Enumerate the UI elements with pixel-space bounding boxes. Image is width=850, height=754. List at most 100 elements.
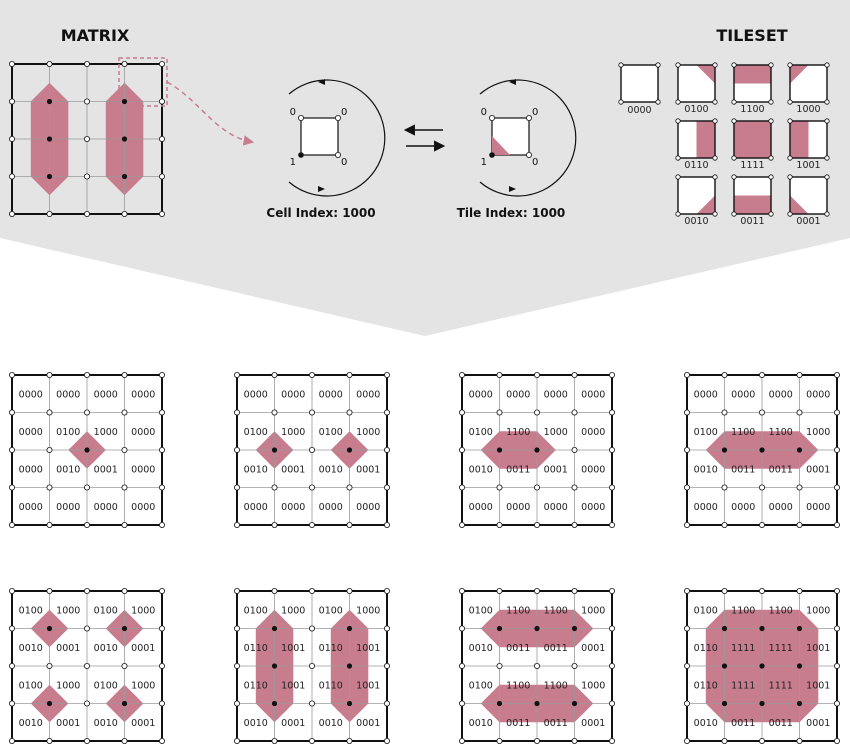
example-5-point-2-1 bbox=[84, 625, 91, 632]
example-3-point-0-4 bbox=[458, 522, 465, 529]
matrix-point-4-2 bbox=[158, 135, 165, 142]
example-3-code-r3c2: 0000 bbox=[544, 502, 568, 513]
example-3-point-0-0 bbox=[458, 371, 465, 378]
example-1-code-r2c3: 0000 bbox=[131, 464, 155, 475]
tile-label-tr: 0 bbox=[532, 107, 538, 118]
tileset-tile-r0c2-fill-0 bbox=[790, 65, 809, 84]
tileset-tile-r0c0-corner-0 bbox=[675, 62, 681, 68]
example-4-point-0-2 bbox=[684, 446, 691, 453]
example-8-code-r1c2: 1111 bbox=[769, 643, 793, 654]
example-7-point-4-1 bbox=[609, 625, 616, 632]
example-8-fill-r3c3-0 bbox=[799, 703, 819, 723]
tileset-tile-r0c1-corner-2 bbox=[768, 99, 774, 105]
example-8-point-4-1 bbox=[834, 625, 841, 632]
example-3-point-1-0 bbox=[496, 371, 503, 378]
example-7-point-0-4 bbox=[458, 738, 465, 745]
example-7-fill-r3c2-0 bbox=[537, 703, 575, 723]
example-7-code-r3c2: 0011 bbox=[544, 718, 568, 729]
example-3-point-4-1 bbox=[609, 409, 616, 416]
example-5-fill-r2c1-0 bbox=[49, 684, 69, 704]
example-1-code-r0c2: 0000 bbox=[94, 389, 118, 400]
example-8-code-r3c3: 0001 bbox=[806, 718, 830, 729]
example-4-fill-r1c3-0 bbox=[799, 431, 819, 450]
tile-caption: Tile Index: 1000 bbox=[457, 206, 566, 220]
tileset-code-r0c0: 0100 bbox=[684, 104, 708, 115]
example-6-point-0-0 bbox=[233, 588, 240, 595]
example-6-fill-r0c1-0 bbox=[274, 609, 294, 629]
example-2-point-1-3 bbox=[271, 484, 278, 491]
tileset-tile-r2c2-fill-0 bbox=[790, 195, 809, 214]
example-8-point-3-0 bbox=[796, 588, 803, 595]
matrix-point-2-1 bbox=[84, 98, 91, 105]
example-2-point-2-2 bbox=[308, 446, 315, 453]
cell-label-tr: 0 bbox=[341, 107, 347, 118]
example-8-fill-r1c2-0 bbox=[762, 628, 800, 666]
example-1-code-r3c2: 0000 bbox=[94, 502, 118, 513]
example-3-point-4-3 bbox=[609, 484, 616, 491]
example-6-fill-r2c1-0 bbox=[274, 666, 294, 704]
example-3-code-r0c0: 0000 bbox=[469, 389, 493, 400]
tileset-tile-r1c0-border bbox=[677, 120, 716, 159]
matrix-fill-r3c0-0 bbox=[30, 176, 50, 196]
tileset-tile-r1c1-border bbox=[733, 120, 772, 159]
example-1-code-r1c3: 0000 bbox=[131, 427, 155, 438]
example-6-code-r1c2: 0110 bbox=[319, 643, 343, 654]
example-6-fill-r2c3-0 bbox=[349, 666, 369, 704]
matrix-point-0-1 bbox=[8, 98, 15, 105]
example-2-fill-r1c2-0 bbox=[330, 431, 350, 450]
tileset-tile-r2c1-corner-1 bbox=[768, 174, 774, 180]
example-7-point-4-0 bbox=[609, 588, 616, 595]
tile-corner-tr bbox=[526, 115, 533, 122]
example-4-point-2-3 bbox=[759, 484, 766, 491]
example-8-fill-r3c2-0 bbox=[762, 703, 800, 723]
example-8-point-1-0 bbox=[721, 588, 728, 595]
example-8-point-2-2 bbox=[759, 663, 765, 669]
example-7-fill-r3c1-0 bbox=[499, 703, 537, 723]
example-2-fill-r2c0-0 bbox=[255, 450, 275, 469]
tileset-tile-r2c1-corner-3 bbox=[731, 211, 737, 217]
example-3-point-3-0 bbox=[571, 371, 578, 378]
example-6-fill-r3c0-0 bbox=[255, 703, 275, 723]
tileset-single-corner-2 bbox=[655, 99, 661, 105]
example-8-code-r1c1: 1111 bbox=[731, 643, 755, 654]
cell-corner-tl bbox=[297, 115, 304, 122]
example-6-point-1-4 bbox=[271, 738, 278, 745]
tileset-tile-r0c0-corner-1 bbox=[712, 62, 718, 68]
example-2-fill-r2c2-0 bbox=[330, 450, 350, 469]
example-4-point-2-1 bbox=[759, 409, 766, 416]
tileset-tile-r1c2-corner-2 bbox=[824, 155, 830, 161]
tileset-tile-r0c0-corner-2 bbox=[712, 99, 718, 105]
example-6-code-r1c1: 1001 bbox=[281, 643, 305, 654]
example-8-code-r0c0: 0100 bbox=[694, 605, 718, 616]
example-8-fill-r1c3-0 bbox=[799, 628, 819, 666]
tileset-tile-r0c1-border bbox=[733, 64, 772, 103]
example-2-code-r3c0: 0000 bbox=[244, 502, 268, 513]
example-3-code-r1c3: 0000 bbox=[581, 427, 605, 438]
example-5-point-2-2 bbox=[84, 663, 91, 670]
cell-rotation-arc bbox=[288, 79, 386, 197]
example-4-point-2-0 bbox=[759, 371, 766, 378]
cell-corner-bl bbox=[298, 152, 304, 158]
example-7-point-2-1 bbox=[534, 625, 540, 632]
conversion-arrows bbox=[403, 124, 446, 152]
example-8-point-0-3 bbox=[684, 700, 691, 707]
example-3-point-4-4 bbox=[609, 522, 616, 529]
example-5-code-r1c2: 0010 bbox=[94, 643, 118, 654]
tile-panel: 0 0 1 0 Tile Index: 1000 bbox=[457, 79, 577, 220]
example-7-point-4-4 bbox=[609, 738, 616, 745]
cell-panel: 0 0 1 0 Cell Index: 1000 bbox=[266, 79, 386, 220]
matrix-point-4-3 bbox=[158, 173, 165, 180]
tileset-tile-r1c0-fill-0 bbox=[696, 121, 715, 158]
matrix-point-3-2 bbox=[121, 136, 128, 142]
example-2-code-r2c1: 0001 bbox=[281, 464, 305, 475]
example-3-point-0-3 bbox=[458, 484, 465, 491]
example-3-code-r0c3: 0000 bbox=[581, 389, 605, 400]
example-6-fill-r1c3-0 bbox=[349, 628, 369, 666]
example-7-code-r0c2: 1100 bbox=[544, 605, 568, 616]
example-1-point-0-2 bbox=[8, 446, 15, 453]
example-8-code-r2c2: 1111 bbox=[769, 680, 793, 691]
example-7-code-r0c3: 1000 bbox=[581, 605, 605, 616]
example-6-fill-r3c2-0 bbox=[330, 703, 350, 723]
example-1-code-r0c1: 0000 bbox=[56, 389, 80, 400]
example-5-code-r0c3: 1000 bbox=[131, 605, 155, 616]
